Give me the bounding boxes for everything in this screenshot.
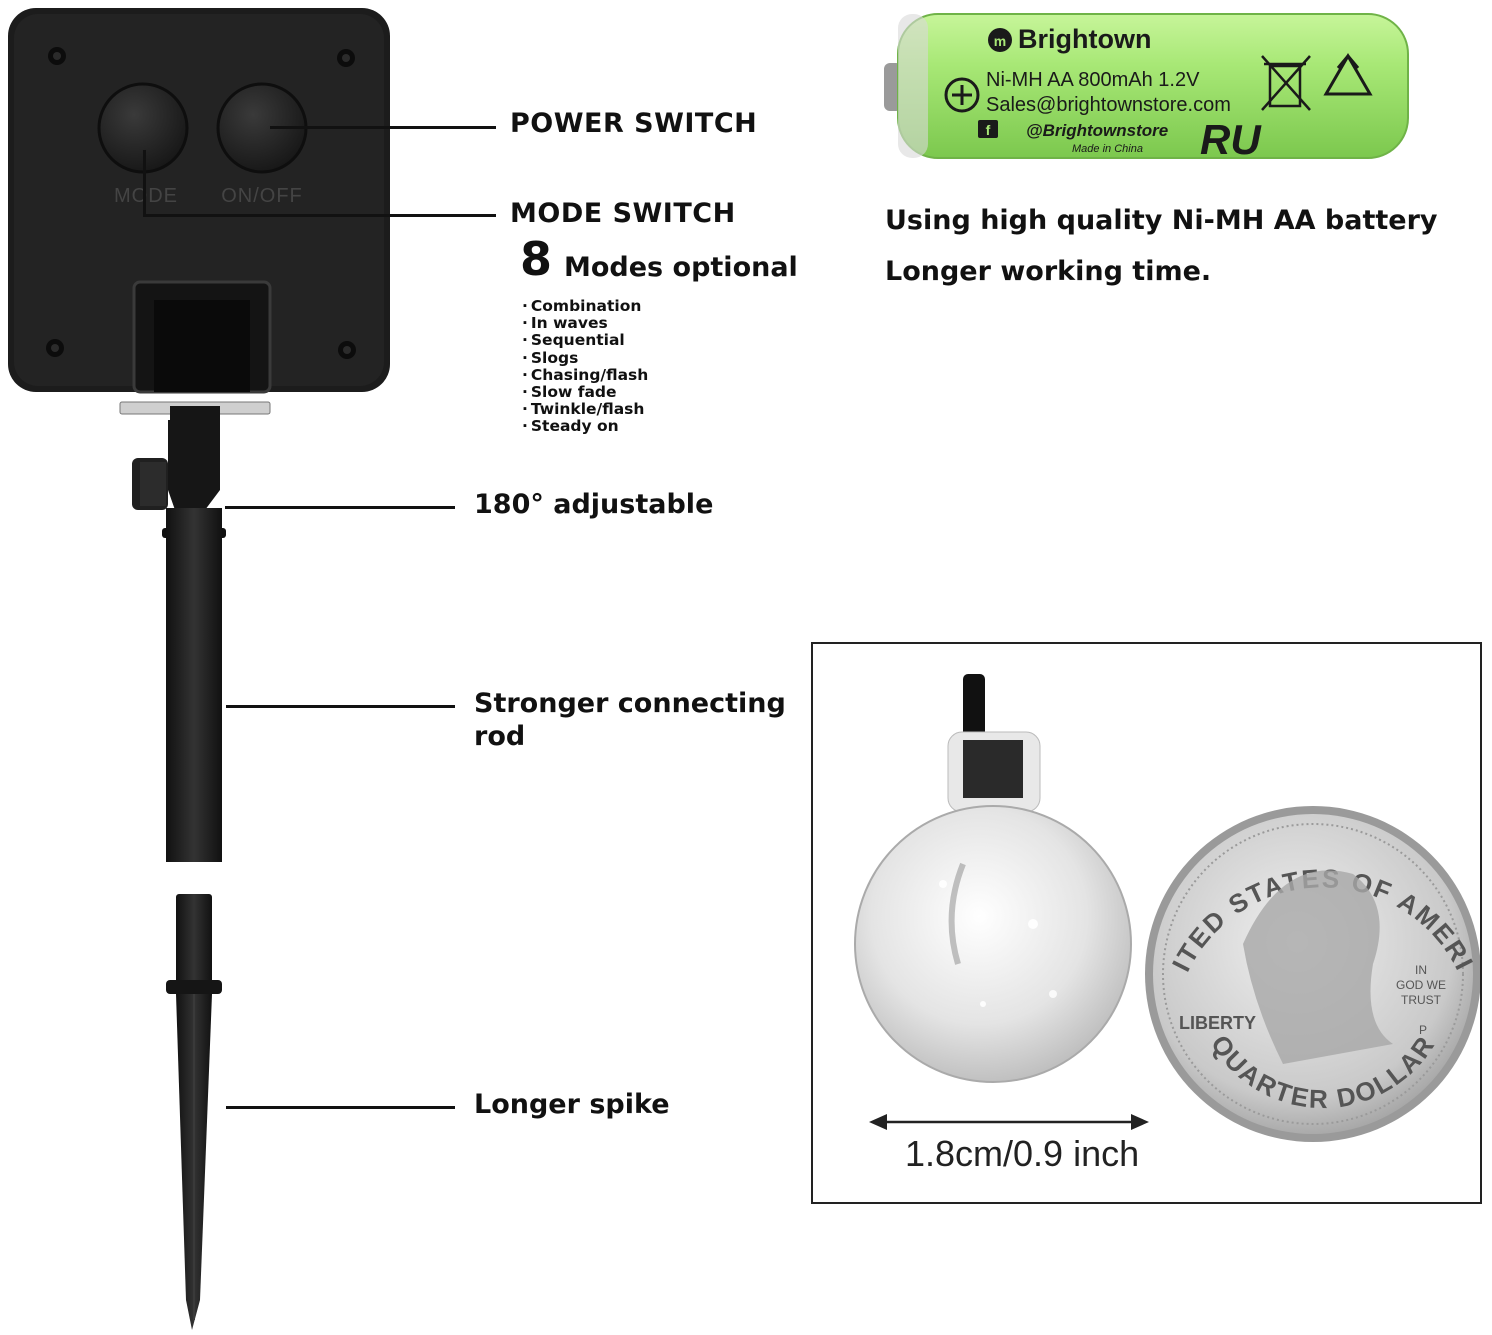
facebook-icon: f	[978, 120, 998, 138]
controller-illustration: MODE ON/OFF	[8, 8, 390, 1330]
onoff-button[interactable]: ON/OFF	[216, 82, 308, 207]
hinge-bracket	[119, 401, 271, 510]
power-switch-label: POWER SWITCH	[510, 108, 758, 139]
cert-mark: RU	[1200, 116, 1262, 163]
list-item: Chasing/flash	[522, 366, 648, 384]
recycle-icon	[1323, 53, 1373, 96]
battery-social: @Brightownstore	[1026, 121, 1168, 140]
battery-origin: Made in China	[1072, 143, 1143, 155]
list-item: Combination	[522, 297, 648, 315]
no-bin-icon	[1261, 55, 1311, 111]
power-switch-line	[270, 126, 496, 129]
adjustable-label: 180° adjustable	[474, 489, 714, 520]
battery-caption-line2: Longer working time.	[885, 256, 1212, 287]
battery-email: Sales@brightownstore.com	[986, 94, 1231, 116]
battery-caption-line1: Using high quality Ni-MH AA battery	[885, 205, 1438, 236]
controller-box	[8, 8, 390, 394]
coin-liberty-text: LIBERTY	[1179, 1013, 1256, 1033]
list-item: Slogs	[522, 349, 648, 367]
list-item: Steady on	[522, 418, 648, 435]
size-comparison-illustration: UNITED STATES OF AMERICA QUARTER DOLLAR …	[813, 644, 1480, 1174]
connecting-rod	[162, 508, 226, 862]
onoff-button-text: ON/OFF	[221, 185, 303, 207]
mode-switch-line	[143, 214, 496, 217]
coin-motto-2: GOD WE	[1396, 978, 1446, 992]
coin-motto-3: TRUST	[1401, 993, 1442, 1007]
modes-optional-label: Modes optional	[564, 252, 798, 283]
mode-switch-line-vertical	[143, 150, 146, 216]
list-item: Sequential	[522, 332, 648, 349]
size-label: 1.8cm/0.9 inch	[905, 1133, 1139, 1174]
rod-line	[226, 705, 455, 708]
modes-list: Combination In waves Sequential Slogs Ch…	[522, 297, 648, 436]
mode-button-text: MODE	[114, 185, 178, 207]
spike-label: Longer spike	[474, 1089, 670, 1120]
ground-spike	[166, 894, 222, 1330]
adjustable-line	[225, 506, 455, 509]
list-item: Slow fade	[522, 383, 648, 401]
rod-label-line1: Stronger connecting	[474, 688, 786, 719]
bulb	[854, 674, 1132, 1083]
coin-mint-mark: P	[1419, 1023, 1427, 1037]
plus-icon	[944, 77, 980, 113]
size-comparison-panel: UNITED STATES OF AMERICA QUARTER DOLLAR …	[811, 642, 1482, 1204]
list-item: Twinkle/flash	[522, 401, 648, 418]
brand-logo: m Brightown	[988, 24, 1151, 54]
battery-brand: Brightown	[1018, 24, 1151, 54]
mode-switch-label: MODE SWITCH	[510, 198, 736, 229]
battery-illustration: m Brightown Ni-MH AA 800mAh 1.2V Sales@b…	[884, 13, 1409, 163]
rod-label-line2: rod	[474, 721, 526, 752]
size-arrow	[869, 1114, 1149, 1130]
list-item: In waves	[522, 315, 648, 332]
modes-number: 8	[520, 232, 553, 286]
svg-text:m: m	[994, 33, 1006, 49]
spike-line	[226, 1106, 455, 1109]
battery-spec: Ni-MH AA 800mAh 1.2V	[986, 69, 1200, 91]
coin-motto-1: IN	[1415, 963, 1427, 977]
svg-text:f: f	[986, 122, 991, 138]
